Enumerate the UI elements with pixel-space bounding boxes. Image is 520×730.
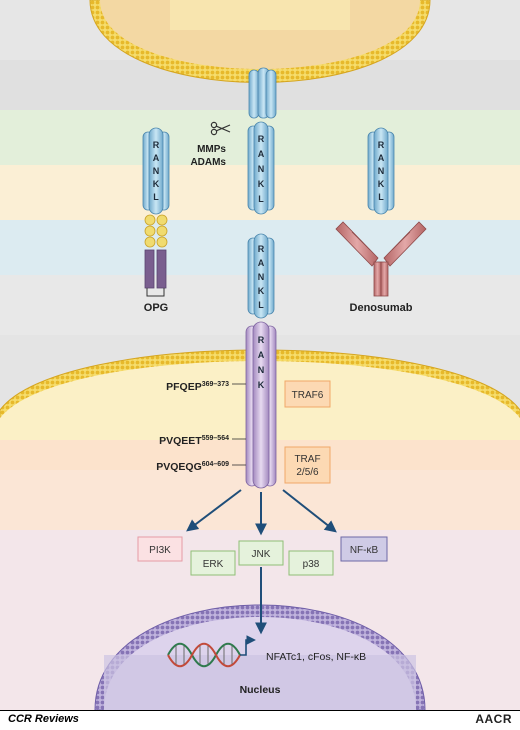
receptor-letter: R bbox=[258, 335, 265, 345]
receptor-letter: R bbox=[258, 134, 265, 144]
adams-label: ADAMs bbox=[190, 157, 226, 168]
denosumab-antibody bbox=[335, 221, 427, 297]
svg-text:PFQEP369–373: PFQEP369–373 bbox=[166, 381, 229, 393]
receptor-letter: N bbox=[378, 166, 385, 176]
nucleus bbox=[94, 604, 426, 711]
publisher-logo: AACR bbox=[475, 712, 512, 726]
jnk-box: JNK bbox=[238, 540, 284, 566]
receptor-letter: A bbox=[258, 149, 265, 159]
rankl-cleaved bbox=[247, 121, 275, 215]
erk-box: ERK bbox=[190, 550, 236, 576]
motif-pvqeet: PVQEET559–564 bbox=[159, 435, 246, 447]
opg bbox=[144, 214, 168, 297]
receptor-letter: R bbox=[153, 140, 160, 150]
receptor-letter: K bbox=[258, 179, 265, 189]
motif-pvqeqg: PVQEQG604–609 bbox=[156, 461, 246, 473]
pi3k-box: PI3K bbox=[137, 536, 183, 562]
receptor-letter: N bbox=[258, 164, 265, 174]
dna-helix-icon bbox=[167, 642, 241, 668]
svg-text:NF-κB: NF-κB bbox=[350, 545, 379, 556]
top-cell bbox=[89, 0, 431, 83]
rank-receptor bbox=[245, 321, 277, 489]
svg-text:TRAF6: TRAF6 bbox=[292, 390, 324, 401]
svg-text:TRAF: TRAF bbox=[294, 454, 320, 465]
receptor-letter: L bbox=[378, 192, 384, 202]
journal-name: CCR Reviews bbox=[8, 713, 79, 725]
lower-cell bbox=[0, 349, 520, 710]
rankl-right bbox=[367, 127, 395, 215]
receptor-letter: K bbox=[378, 179, 385, 189]
denosumab-label: Denosumab bbox=[350, 302, 413, 314]
receptor-letter: K bbox=[258, 286, 265, 296]
receptor-letter: N bbox=[258, 272, 265, 282]
receptor-letter: R bbox=[258, 244, 265, 254]
rankl-left bbox=[142, 127, 170, 215]
svg-text:2/5/6: 2/5/6 bbox=[296, 467, 319, 478]
svg-text:p38: p38 bbox=[303, 559, 320, 570]
receptor-letter: L bbox=[258, 194, 264, 204]
nucleus-label: Nucleus bbox=[240, 684, 281, 696]
opg-label: OPG bbox=[144, 302, 168, 314]
p38-box: p38 bbox=[288, 550, 334, 576]
svg-text:JNK: JNK bbox=[252, 549, 271, 560]
transcription-targets: NFATc1, cFos, NF-κB bbox=[266, 651, 366, 663]
receptor-letter: A bbox=[153, 153, 160, 163]
receptor-letter: K bbox=[258, 380, 265, 390]
rankl-bound bbox=[247, 233, 275, 319]
svg-text:PVQEQG604–609: PVQEQG604–609 bbox=[156, 461, 229, 473]
receptor-letter: L bbox=[153, 192, 159, 202]
receptor-letter: L bbox=[258, 300, 264, 310]
motif-pfqep: PFQEP369–373 bbox=[166, 381, 246, 393]
signaling-arrows bbox=[186, 489, 337, 635]
receptor-letter: N bbox=[153, 166, 160, 176]
receptor-letter: A bbox=[258, 258, 265, 268]
scissors-icon bbox=[210, 121, 231, 136]
svg-text:PVQEET559–564: PVQEET559–564 bbox=[159, 435, 229, 447]
footer-bar: CCR Reviews AACR bbox=[0, 710, 520, 730]
svg-text:ERK: ERK bbox=[203, 559, 224, 570]
traf6-box: TRAF6 bbox=[284, 380, 331, 408]
receptor-letter: R bbox=[378, 140, 385, 150]
transcription-arrow bbox=[240, 635, 256, 656]
receptor-letter: K bbox=[153, 179, 160, 189]
rankl-membrane-anchor bbox=[248, 67, 277, 119]
receptor-letter: N bbox=[258, 365, 265, 375]
nfkb-box: NF-κB bbox=[340, 536, 388, 562]
traf256-box: TRAF 2/5/6 bbox=[284, 446, 331, 484]
receptor-letter: A bbox=[378, 153, 385, 163]
mmps-label: MMPs bbox=[197, 144, 226, 155]
svg-text:PI3K: PI3K bbox=[149, 545, 171, 556]
receptor-letter: A bbox=[258, 350, 265, 360]
